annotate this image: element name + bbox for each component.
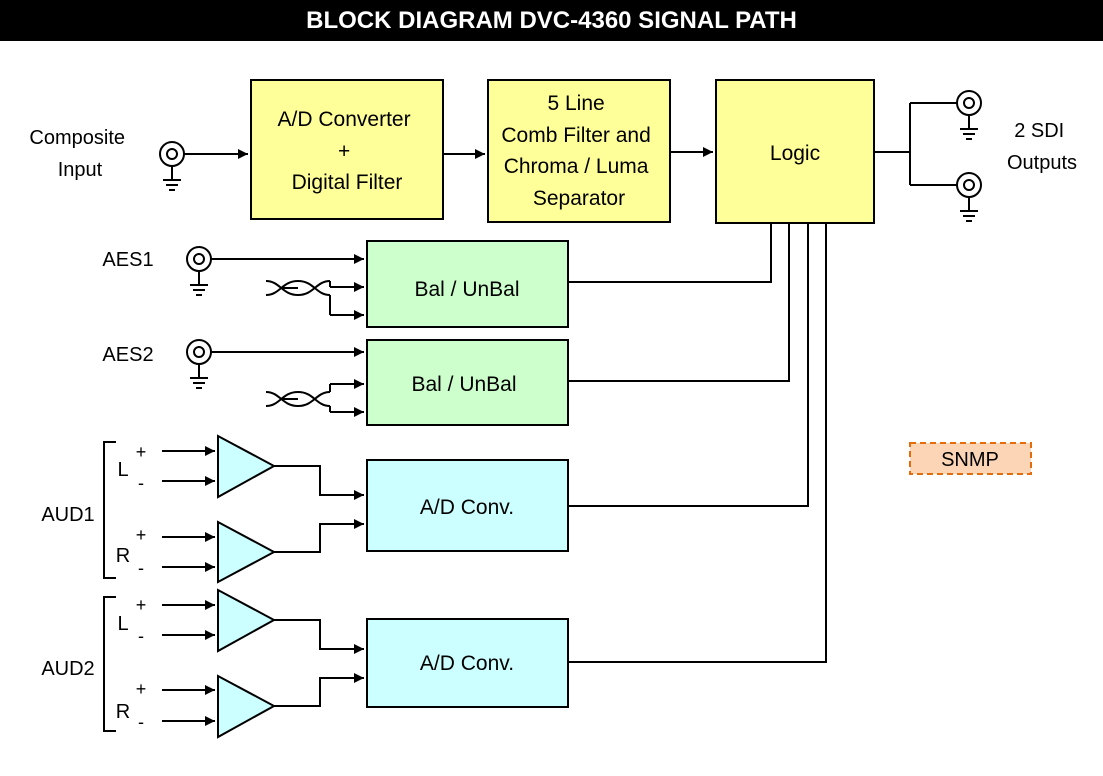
- logic-bus-lines: [568, 223, 827, 663]
- aud1-left-amplifier-icon: [217, 434, 277, 499]
- aud1-r-minus: -: [138, 558, 144, 578]
- svg-text:5 Line Comb Filter and: 5 Line Comb Filter and Chroma / Luma Sep…: [501, 92, 656, 210]
- aud2-right-label: R: [116, 701, 130, 723]
- aud2-l-minus: -: [138, 626, 144, 646]
- aud2-left-amplifier-icon: [217, 588, 277, 653]
- svg-text:Bal / UnBal: Bal / UnBal: [414, 278, 519, 301]
- svg-text:Bal / UnBal: Bal / UnBal: [411, 373, 516, 396]
- comb-filter-block: 5 Line Comb Filter and Chroma / Luma Sep…: [487, 79, 671, 223]
- sdi-output-1-bnc-connector-icon: [956, 90, 982, 140]
- aes2-label: AES2: [102, 344, 153, 366]
- logic-block: Logic: [715, 79, 875, 224]
- aud2-r-plus: +: [136, 679, 147, 699]
- aes1-bal-unbal-block: Bal / UnBal: [366, 240, 569, 328]
- composite-input-label: Composite Input: [29, 127, 130, 181]
- diagram-title: BLOCK DIAGRAM DVC-4360 SIGNAL PATH: [0, 0, 1103, 41]
- aud1-l-minus: -: [138, 473, 144, 493]
- aes1-bnc-connector-icon: [186, 246, 212, 296]
- sdi-outputs-label: 2 SDI Outputs: [1007, 120, 1077, 174]
- aud1-amp-to-adc-lines: [274, 465, 364, 553]
- aud1-right-amplifier-icon: [217, 520, 277, 584]
- aud2-l-plus: +: [136, 595, 147, 615]
- aes1-label: AES1: [102, 249, 153, 271]
- svg-text:Logic: Logic: [770, 142, 820, 165]
- aud1-bracket: [103, 441, 116, 579]
- aud2-amp-to-adc-lines: [274, 619, 364, 707]
- ad-converter-block: A/D Converter + Digital Filter: [250, 79, 444, 220]
- aud1-label: AUD1: [41, 504, 94, 526]
- aud1-ad-conv-block: A/D Conv.: [366, 459, 569, 552]
- aud2-bracket: [103, 596, 116, 732]
- aud2-label: AUD2: [41, 658, 94, 680]
- aud1-input-lines: [162, 446, 215, 572]
- aes2-twisted-pair-icon: [265, 391, 331, 407]
- aud2-input-lines: [162, 600, 215, 726]
- aud1-right-label: R: [116, 545, 130, 567]
- composite-bnc-connector-icon: [159, 141, 185, 191]
- aud1-left-label: L: [117, 459, 128, 481]
- aud1-l-plus: +: [136, 442, 147, 462]
- svg-text:A/D Converter + Di: A/D Converter + Digital Filter: [278, 108, 417, 194]
- snmp-block: SNMP: [909, 442, 1032, 475]
- aud2-ad-conv-block: A/D Conv.: [366, 618, 569, 708]
- aud2-left-label: L: [117, 613, 128, 635]
- sdi-output-lines: [874, 102, 957, 186]
- sdi-output-2-bnc-connector-icon: [956, 172, 982, 222]
- aes2-bnc-connector-icon: [186, 339, 212, 389]
- svg-text:A/D Conv.: A/D Conv.: [420, 652, 514, 675]
- aud2-r-minus: -: [138, 712, 144, 732]
- aud1-r-plus: +: [136, 525, 147, 545]
- svg-text:A/D Conv.: A/D Conv.: [420, 496, 514, 519]
- aes2-bal-unbal-block: Bal / UnBal: [366, 339, 569, 426]
- aud2-right-amplifier-icon: [217, 674, 277, 739]
- aes1-twisted-pair-icon: [265, 280, 331, 296]
- svg-text:SNMP: SNMP: [941, 449, 999, 471]
